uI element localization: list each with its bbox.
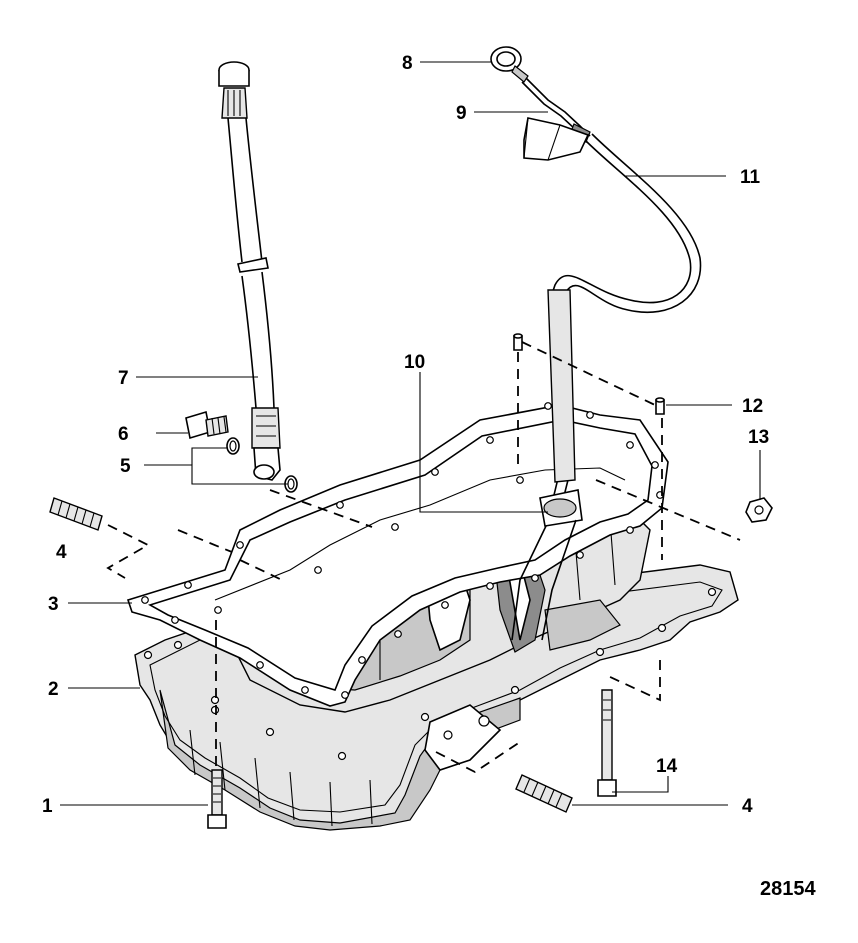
leader-lines xyxy=(60,61,761,806)
dowel-pin-upper xyxy=(513,333,523,351)
dipstick-bracket xyxy=(523,117,590,161)
breather-fitting xyxy=(185,410,229,440)
bolt-short xyxy=(207,769,227,829)
breather-tube xyxy=(218,61,281,481)
nut xyxy=(745,497,773,523)
dipstick-tube xyxy=(511,133,702,641)
callout-4-right: 4 xyxy=(742,796,753,817)
callout-3: 3 xyxy=(48,594,59,615)
callout-7: 7 xyxy=(118,368,129,389)
dowel-pin-right xyxy=(655,397,665,415)
stud-upper-left xyxy=(49,497,103,531)
oil-pan-gasket xyxy=(126,402,669,707)
callouts: 1 2 3 4 4 5 6 7 8 9 10 11 12 13 14 xyxy=(42,53,769,817)
callout-9: 9 xyxy=(456,103,467,124)
o-ring-upper xyxy=(226,437,240,455)
figure-number: 28154 xyxy=(760,878,816,900)
callout-10: 10 xyxy=(404,352,425,373)
assembly-lines xyxy=(106,341,741,774)
callout-14: 14 xyxy=(656,756,678,777)
stud-lower-right xyxy=(515,774,573,813)
callout-5: 5 xyxy=(120,456,131,477)
callout-2: 2 xyxy=(48,679,59,700)
callout-6: 6 xyxy=(118,424,129,445)
callout-11: 11 xyxy=(740,167,761,188)
callout-13: 13 xyxy=(748,427,769,448)
callout-4-left: 4 xyxy=(56,542,67,563)
callout-12: 12 xyxy=(742,396,763,417)
o-ring-lower xyxy=(284,475,298,493)
callout-1: 1 xyxy=(42,796,53,817)
bolt-long xyxy=(597,689,617,797)
callout-8: 8 xyxy=(402,53,413,74)
